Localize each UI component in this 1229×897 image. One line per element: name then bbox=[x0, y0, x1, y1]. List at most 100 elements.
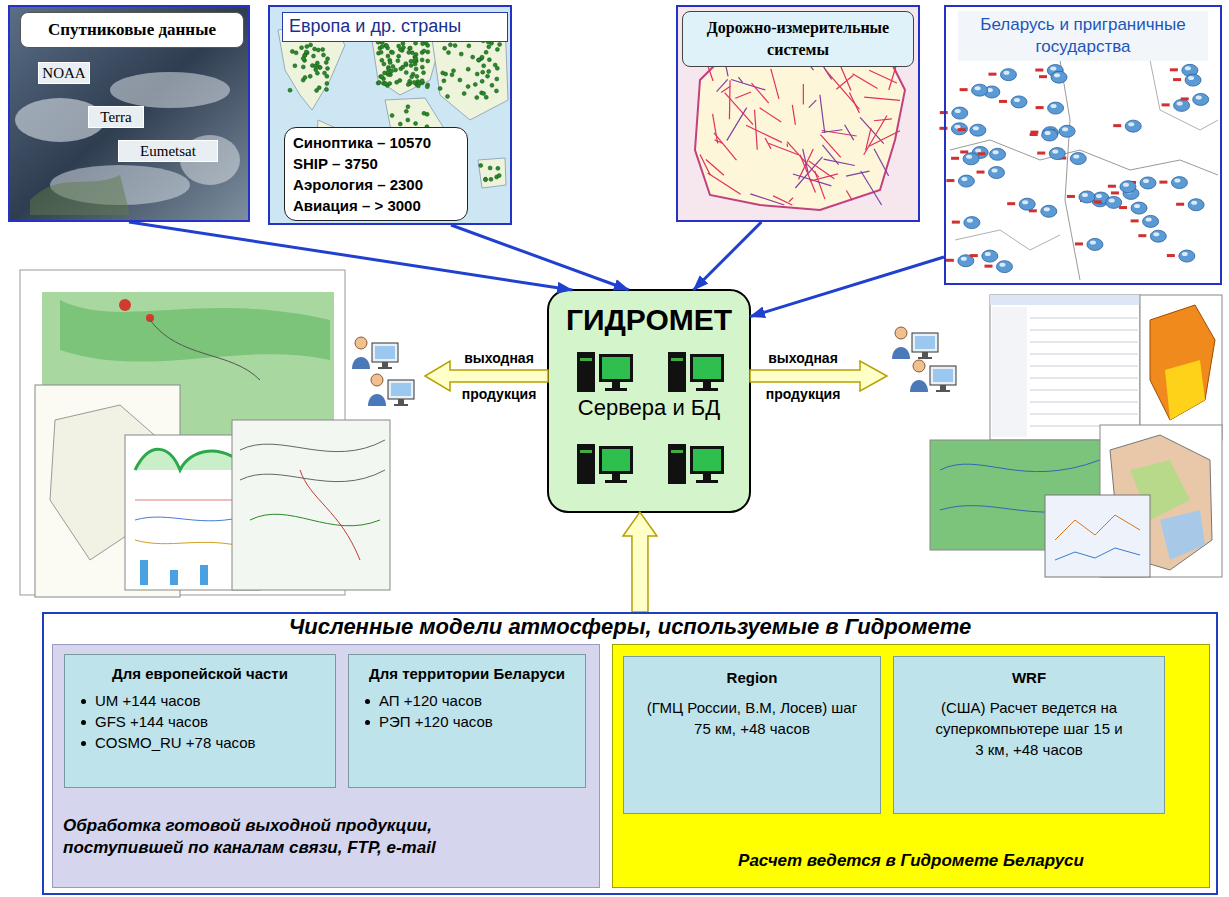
weather-icons bbox=[973, 126, 979, 130]
station-count: Авиация – > 3000 bbox=[293, 195, 463, 216]
station-dots bbox=[487, 69, 491, 73]
station-dots bbox=[380, 75, 384, 79]
station-dots bbox=[311, 54, 315, 58]
station-dots bbox=[386, 54, 390, 58]
station-dots bbox=[398, 122, 402, 126]
station-dots bbox=[401, 45, 405, 49]
station-dots bbox=[467, 44, 471, 48]
output-maps-right bbox=[1160, 510, 1205, 560]
station-dots bbox=[324, 60, 328, 64]
road-lines bbox=[825, 69, 859, 109]
bullet-dot bbox=[365, 720, 370, 725]
road-lines bbox=[714, 133, 736, 160]
station-dots bbox=[450, 73, 454, 77]
user-icon bbox=[352, 337, 398, 369]
weather-icons bbox=[952, 221, 960, 224]
output-maps-right bbox=[990, 295, 1140, 440]
road-lines bbox=[864, 97, 900, 100]
weather-icons bbox=[1073, 155, 1079, 159]
weather-icons bbox=[1162, 103, 1170, 106]
weather-icons bbox=[958, 175, 974, 187]
weather-icons bbox=[1134, 204, 1140, 208]
station-dots bbox=[325, 81, 329, 85]
road-lines bbox=[773, 196, 792, 205]
weather-icons bbox=[1030, 133, 1038, 136]
weather-icons bbox=[1079, 191, 1095, 203]
road-lines bbox=[700, 154, 710, 175]
satellite-name: Eumetsat bbox=[118, 140, 218, 162]
station-dots bbox=[414, 67, 418, 71]
weather-icons bbox=[1052, 150, 1058, 154]
station-dots bbox=[376, 81, 380, 85]
weather-icons bbox=[1167, 254, 1175, 257]
station-stats-box: Синоптика – 10570SHIP – 3750Аэрология – … bbox=[284, 127, 468, 221]
weather-icons bbox=[1131, 202, 1147, 214]
station-dots bbox=[414, 122, 418, 126]
weather-icons bbox=[946, 179, 954, 182]
weather-icons bbox=[1036, 106, 1044, 109]
weather-icons bbox=[1042, 129, 1058, 141]
station-dots bbox=[473, 82, 477, 86]
satellite-image bbox=[30, 175, 130, 215]
weather-icons bbox=[1096, 194, 1102, 198]
world-map bbox=[478, 158, 506, 188]
weather-icons bbox=[982, 250, 998, 262]
bullet-dot bbox=[365, 699, 370, 704]
station-dots bbox=[406, 83, 410, 87]
weather-icons bbox=[1109, 198, 1115, 202]
weather-icons bbox=[955, 109, 961, 113]
source-panel: Спутниковые данныеNOAATerraEumetsat bbox=[8, 5, 250, 222]
weather-icons bbox=[1037, 152, 1045, 155]
station-dots bbox=[314, 68, 318, 72]
model-item: GFS +144 часов bbox=[95, 712, 327, 732]
road-lines bbox=[846, 171, 869, 176]
station-dots bbox=[438, 87, 442, 91]
block-arrow bbox=[623, 512, 657, 612]
station-dots bbox=[406, 105, 410, 109]
satellite-image bbox=[10, 7, 248, 220]
road-lines bbox=[771, 69, 779, 99]
road-map bbox=[678, 7, 918, 220]
station-dots bbox=[300, 46, 304, 50]
weather-icons bbox=[970, 254, 978, 257]
weather-icons bbox=[1050, 67, 1056, 71]
weather-icons bbox=[1011, 96, 1027, 108]
station-dots bbox=[480, 79, 484, 83]
station-dots bbox=[482, 64, 486, 68]
road-lines bbox=[803, 84, 804, 104]
output-maps-right bbox=[1055, 548, 1140, 560]
model-name: WRF bbox=[894, 667, 1164, 689]
panel-title: Европа и др. страны bbox=[282, 12, 508, 42]
weather-icons bbox=[1188, 76, 1194, 80]
station-dots bbox=[425, 85, 429, 89]
output-maps-left bbox=[250, 514, 380, 526]
station-dots bbox=[325, 66, 329, 70]
server-box-shape bbox=[668, 444, 724, 484]
station-dots bbox=[318, 66, 322, 70]
station-dots bbox=[379, 50, 383, 54]
road-lines bbox=[820, 135, 840, 158]
server-box-shape bbox=[668, 352, 724, 392]
data-flow-arrow bbox=[129, 222, 572, 290]
station-dots bbox=[304, 50, 308, 54]
road-lines bbox=[874, 149, 889, 176]
station-dots bbox=[313, 47, 317, 51]
station-dots bbox=[410, 75, 414, 79]
weather-icons bbox=[1039, 75, 1047, 78]
weather-icons bbox=[1059, 125, 1075, 137]
weather-icons bbox=[975, 148, 981, 152]
model-group-box: Для территории БеларусиАП +120 часовРЭП … bbox=[348, 654, 586, 788]
station-dots bbox=[404, 109, 408, 113]
road-lines bbox=[860, 117, 884, 143]
weather-icons bbox=[1125, 120, 1141, 132]
server-box-shape bbox=[577, 444, 633, 484]
weather-icons bbox=[1176, 203, 1184, 206]
weather-icons bbox=[1131, 219, 1139, 222]
weather-icons bbox=[977, 171, 985, 174]
weather-icons bbox=[1146, 217, 1152, 221]
weather-icons bbox=[1019, 198, 1035, 210]
station-dots bbox=[301, 65, 305, 69]
weather-icons bbox=[958, 128, 966, 131]
station-dots bbox=[426, 59, 430, 63]
weather-icons bbox=[1051, 71, 1067, 83]
